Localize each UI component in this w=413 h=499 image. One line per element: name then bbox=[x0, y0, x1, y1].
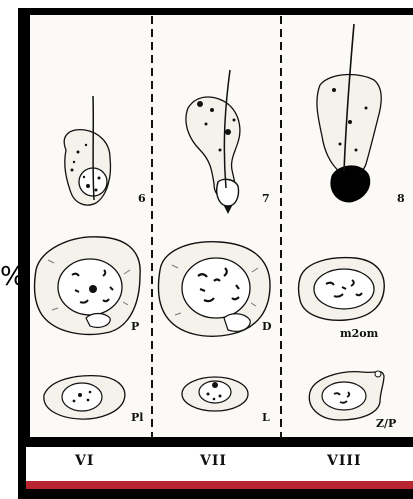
column-label-vi: VI bbox=[75, 453, 94, 469]
cell-viii-bottom bbox=[309, 371, 384, 420]
cell-vii-bottom bbox=[182, 377, 248, 411]
label-cell-d: D bbox=[262, 320, 272, 333]
cell-vi-bottom bbox=[44, 376, 125, 419]
label-cell-6: 6 bbox=[138, 192, 146, 205]
cell-vi-top bbox=[64, 96, 110, 205]
label-cell-8: 8 bbox=[397, 192, 405, 205]
cell-vii-middle bbox=[158, 242, 270, 337]
label-cell-l: L bbox=[262, 411, 270, 424]
label-cell-p: P bbox=[131, 320, 139, 333]
label-cell-pl: Pl bbox=[131, 411, 143, 424]
cell-viii-top bbox=[317, 24, 381, 202]
cell-viii-middle bbox=[299, 258, 385, 321]
cell-vi-middle bbox=[34, 237, 140, 335]
label-cell-m2om: m2om bbox=[340, 327, 379, 340]
cell-vii-top bbox=[186, 70, 240, 214]
label-cell-7: 7 bbox=[262, 192, 270, 205]
label-cell-zp: Z/P bbox=[376, 417, 396, 430]
column-label-vii: VII bbox=[200, 453, 227, 469]
column-label-viii: VIII bbox=[327, 453, 362, 469]
